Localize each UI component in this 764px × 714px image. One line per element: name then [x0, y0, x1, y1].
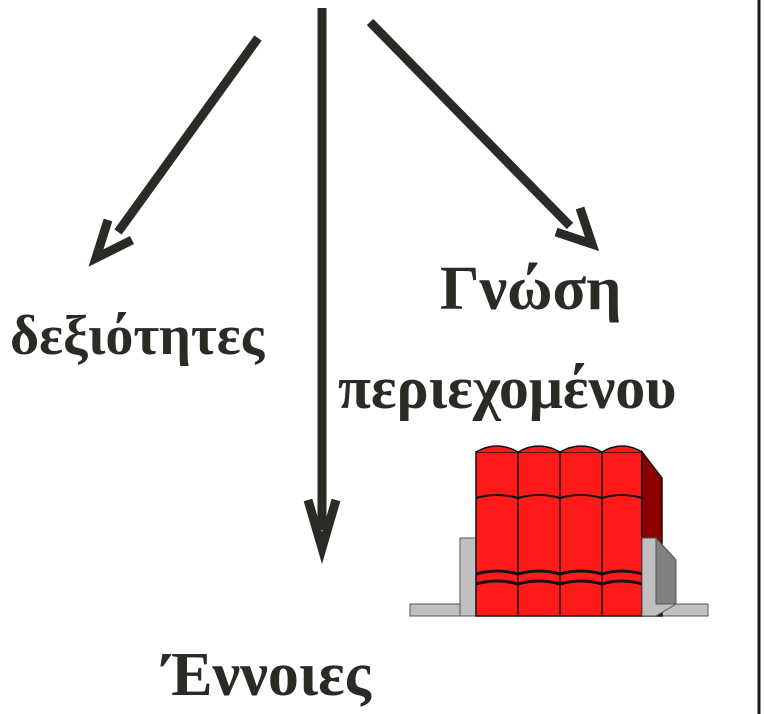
arrow-to-concepts — [303, 8, 341, 565]
books-on-shelf-icon — [409, 445, 709, 617]
content-knowledge-label-line1: Γνώση — [440, 255, 622, 323]
arrow-to-skills — [88, 35, 262, 267]
content-knowledge-label-line2: περιεχομένου — [338, 355, 677, 421]
skills-label: δεξιότητες — [10, 305, 265, 367]
arrow-to-content-knowledge — [366, 18, 600, 252]
concepts-label: Έννοιες — [163, 641, 371, 709]
